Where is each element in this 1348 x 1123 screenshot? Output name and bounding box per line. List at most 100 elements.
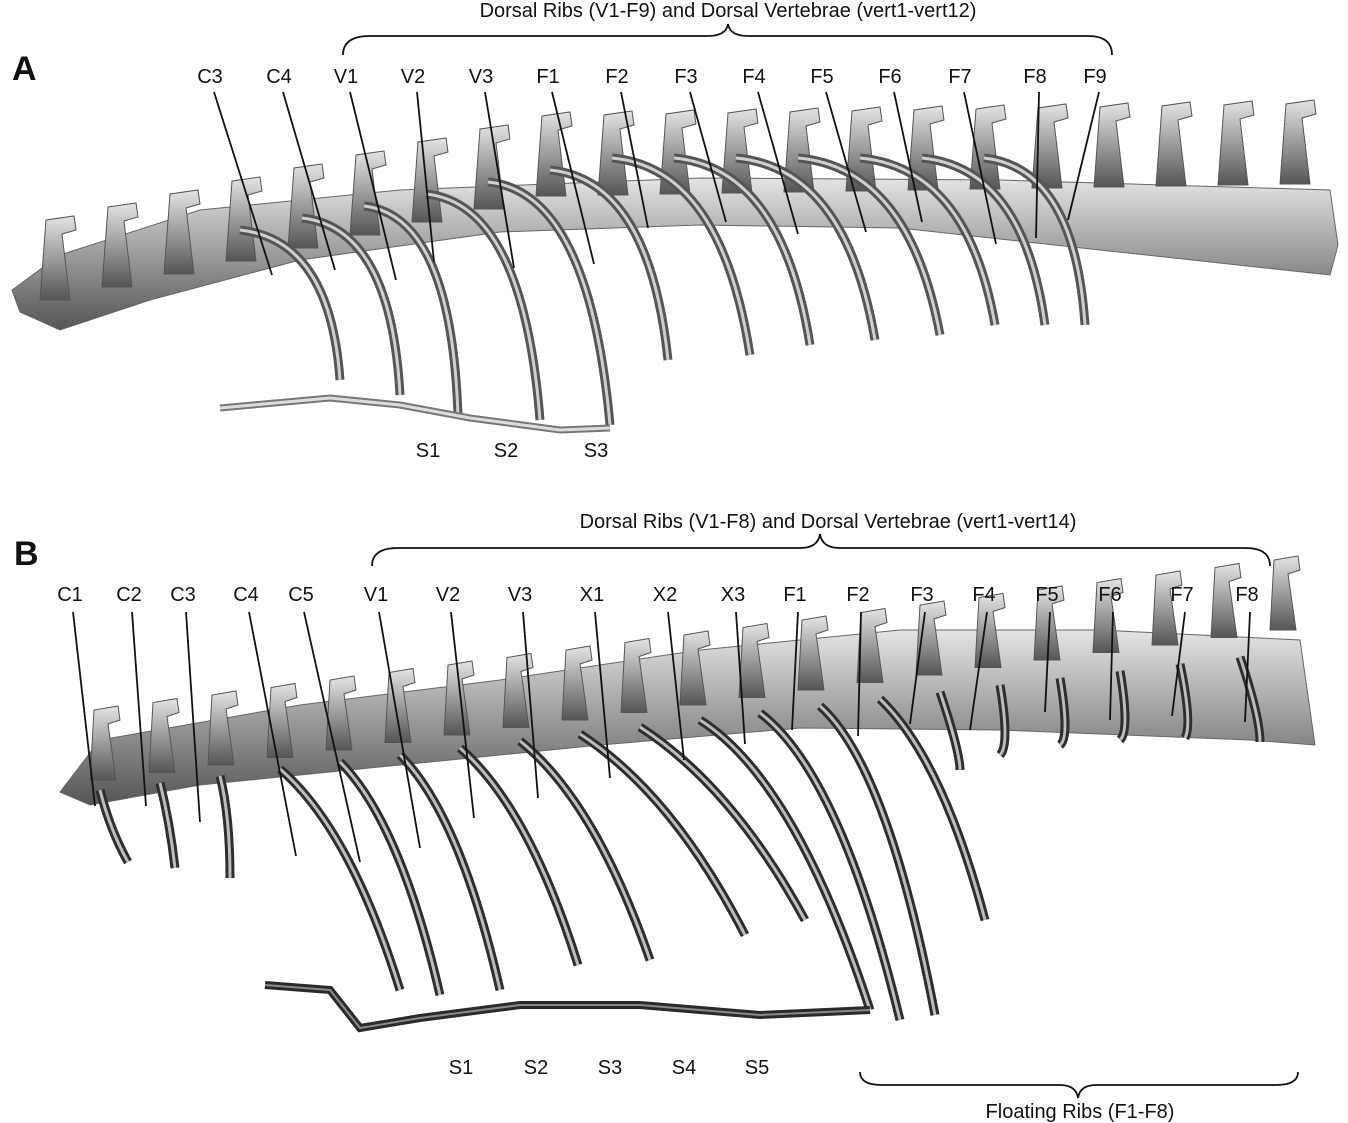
vertebra: [561, 645, 593, 721]
rib-label: C5: [288, 584, 314, 606]
rib-label: F3: [910, 584, 933, 606]
leader-line: [857, 611, 862, 737]
rib-label: C1: [57, 584, 83, 606]
vertebra: [349, 150, 387, 236]
rib: [277, 765, 405, 992]
leader-line: [1244, 611, 1251, 723]
leader-line: [282, 91, 336, 271]
leader-line: [620, 91, 649, 229]
bottom-brace-label-b: Floating Ribs (F1-F8): [986, 1101, 1175, 1123]
leaders-a: [213, 91, 1100, 281]
vertebra: [1151, 570, 1183, 646]
vertebra: [1269, 555, 1301, 631]
rib-label: F7: [1170, 584, 1193, 606]
vertebra: [1155, 101, 1193, 187]
vertebra: [266, 682, 298, 758]
sternal-label: S5: [745, 1057, 769, 1079]
ribs-a: [239, 153, 1090, 426]
sternal-labels-a: S1 S2 S3: [416, 440, 608, 462]
leader-line: [1044, 611, 1051, 713]
vertebra: [502, 652, 534, 728]
rib-label: X1: [580, 584, 604, 606]
vertebra: [207, 690, 239, 766]
rib-label: V3: [469, 66, 493, 88]
rib-label: F1: [783, 584, 806, 606]
rib-label: F4: [972, 584, 995, 606]
sternal-label: S2: [524, 1057, 548, 1079]
rib-label: F8: [1023, 66, 1046, 88]
rib-label: V3: [508, 584, 532, 606]
leader-line: [969, 611, 988, 731]
panel-letter-a: A: [12, 50, 37, 88]
rib-label: F5: [1035, 584, 1058, 606]
leader-line: [450, 611, 475, 819]
vertebra: [738, 622, 770, 698]
rib-label: F1: [536, 66, 559, 88]
leader-line: [1109, 611, 1114, 721]
leader-line: [825, 91, 867, 233]
leader-line: [131, 611, 147, 807]
leader-line: [185, 611, 201, 823]
leader-line: [594, 611, 611, 779]
leader-line: [963, 91, 997, 245]
vertebra: [597, 110, 635, 196]
vertebra: [163, 189, 201, 275]
rib: [697, 716, 875, 1012]
leader-line: [667, 611, 685, 761]
rib: [577, 730, 750, 938]
leader-line: [484, 91, 515, 269]
vertebra: [148, 697, 180, 773]
spine-a: [11, 177, 1339, 331]
rib-label: C4: [233, 584, 259, 606]
rib-label: F5: [810, 66, 833, 88]
top-brace-b: [371, 533, 1271, 567]
leader-line: [791, 611, 799, 731]
rib-label: X3: [721, 584, 745, 606]
leader-line: [757, 91, 799, 235]
leader-line: [1171, 611, 1186, 717]
vertebra: [1210, 562, 1242, 638]
rib-label: X2: [653, 584, 677, 606]
sternal-label: S2: [494, 440, 518, 462]
sternal-label: S4: [672, 1057, 696, 1079]
top-brace-label-b: Dorsal Ribs (V1-F8) and Dorsal Vertebrae…: [580, 511, 1077, 533]
neural-spines-b: [89, 555, 1301, 781]
top-brace-a: [342, 23, 1113, 56]
rib-label: F4: [742, 66, 765, 88]
sternal-label: S1: [449, 1057, 473, 1079]
rib-label: F9: [1083, 66, 1106, 88]
leader-line: [213, 91, 273, 276]
leader-line: [551, 91, 595, 265]
panel-a: A Dorsal Ribs (V1-F9) and Dorsal Vertebr…: [11, 0, 1339, 462]
rib-label: V2: [401, 66, 425, 88]
leader-line: [303, 611, 361, 863]
leaders-b: [72, 611, 1251, 863]
rib-label: C3: [197, 66, 223, 88]
sternal-label: S1: [416, 440, 440, 462]
vertebra: [101, 202, 139, 288]
vertebra: [1217, 100, 1255, 186]
vertebra: [287, 163, 325, 249]
leader-line: [416, 91, 435, 263]
leader-line: [248, 611, 297, 857]
leader-line: [735, 611, 746, 745]
top-brace-label-a: Dorsal Ribs (V1-F9) and Dorsal Vertebrae…: [480, 0, 977, 22]
vertebra: [1279, 99, 1317, 185]
rib-label: F3: [674, 66, 697, 88]
vertebra: [89, 705, 121, 781]
leader-line: [1067, 91, 1100, 221]
vertebra: [620, 637, 652, 713]
rib-label: V1: [364, 584, 388, 606]
rib-label: F2: [605, 66, 628, 88]
leader-line: [689, 91, 727, 223]
rib: [396, 751, 505, 992]
rib-label: C3: [170, 584, 196, 606]
rib-label: C4: [266, 66, 292, 88]
sternal-label: S3: [584, 440, 608, 462]
leader-line: [1035, 91, 1040, 239]
rib-label: F2: [846, 584, 869, 606]
vertebra: [39, 215, 77, 301]
leader-line: [893, 91, 923, 223]
